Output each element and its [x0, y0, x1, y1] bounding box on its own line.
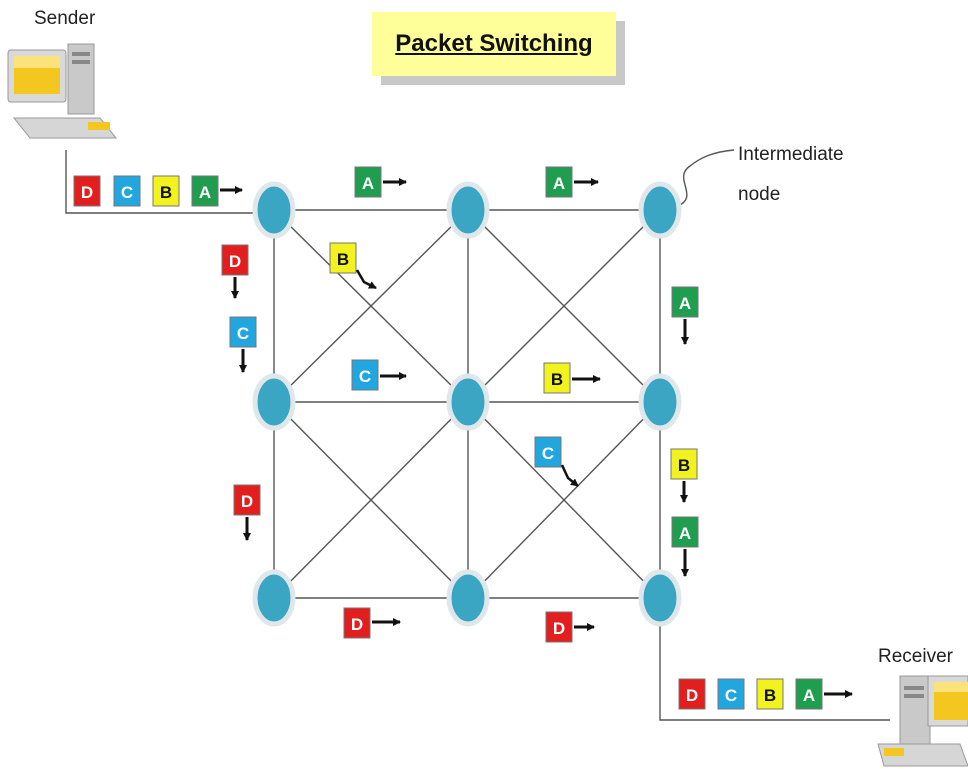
packet-a: A: [671, 516, 699, 548]
packet-c: C: [717, 678, 745, 710]
nodes: [252, 181, 682, 627]
packet-a: A: [545, 166, 573, 198]
packet-b: B: [543, 362, 571, 394]
arrow: [560, 464, 579, 487]
node: [252, 181, 296, 239]
svg-text:A: A: [679, 294, 691, 313]
svg-text:A: A: [199, 183, 211, 202]
packet-c: C: [113, 175, 141, 207]
node: [446, 373, 490, 431]
intermediate-node-label-line1: Intermediate: [738, 144, 844, 165]
receiver-label: Receiver: [878, 646, 953, 667]
svg-text:B: B: [551, 370, 563, 389]
node: [446, 181, 490, 239]
node: [252, 373, 296, 431]
svg-text:D: D: [553, 619, 565, 638]
arrow: [355, 269, 377, 290]
packet-d: D: [678, 678, 706, 710]
svg-text:C: C: [542, 444, 554, 463]
sender-computer-icon: [7, 43, 118, 139]
receiver-computer-icon: [877, 675, 968, 767]
svg-text:C: C: [121, 183, 133, 202]
intermediate-node-label-line2: node: [738, 184, 781, 205]
svg-text:C: C: [237, 324, 249, 343]
receiver-link: [659, 598, 890, 721]
svg-text:D: D: [229, 252, 241, 271]
svg-text:B: B: [764, 686, 776, 705]
packet-d: D: [73, 175, 101, 207]
svg-text:B: B: [678, 456, 690, 475]
sender-label: Sender: [34, 8, 96, 29]
title-box: Packet Switching: [372, 12, 616, 76]
node: [446, 569, 490, 627]
packets: D C B A A A D C D B C B A B A C: [73, 166, 853, 710]
packet-d: D: [545, 611, 573, 643]
svg-text:D: D: [686, 686, 698, 705]
svg-text:C: C: [359, 367, 371, 386]
packet-b: B: [670, 448, 698, 480]
svg-text:C: C: [725, 686, 737, 705]
packet-d: D: [221, 244, 249, 276]
packet-c: C: [351, 359, 379, 391]
packet-a: A: [354, 166, 382, 198]
packet-b: B: [329, 242, 357, 274]
packet-b: B: [756, 678, 784, 710]
packet-d: D: [343, 607, 371, 639]
svg-text:B: B: [160, 183, 172, 202]
links: [65, 149, 890, 721]
packet-a: A: [795, 678, 823, 710]
node: [638, 373, 682, 431]
node: [638, 181, 682, 239]
packet-a: A: [191, 175, 219, 207]
svg-text:D: D: [241, 492, 253, 511]
svg-text:A: A: [803, 686, 815, 705]
page-title: Packet Switching: [395, 30, 593, 57]
packet-a: A: [671, 286, 699, 318]
intermediate-callout-line: [677, 149, 735, 207]
packet-c: C: [534, 436, 562, 468]
svg-text:D: D: [81, 183, 93, 202]
node: [252, 569, 296, 627]
svg-text:B: B: [337, 250, 349, 269]
sender-link: [65, 150, 274, 214]
packet-b: B: [152, 175, 180, 207]
svg-text:A: A: [679, 524, 691, 543]
svg-text:A: A: [362, 174, 374, 193]
packet-c: C: [229, 316, 257, 348]
packet-d: D: [233, 484, 261, 516]
svg-text:D: D: [351, 615, 363, 634]
node: [638, 569, 682, 627]
svg-text:A: A: [553, 174, 565, 193]
